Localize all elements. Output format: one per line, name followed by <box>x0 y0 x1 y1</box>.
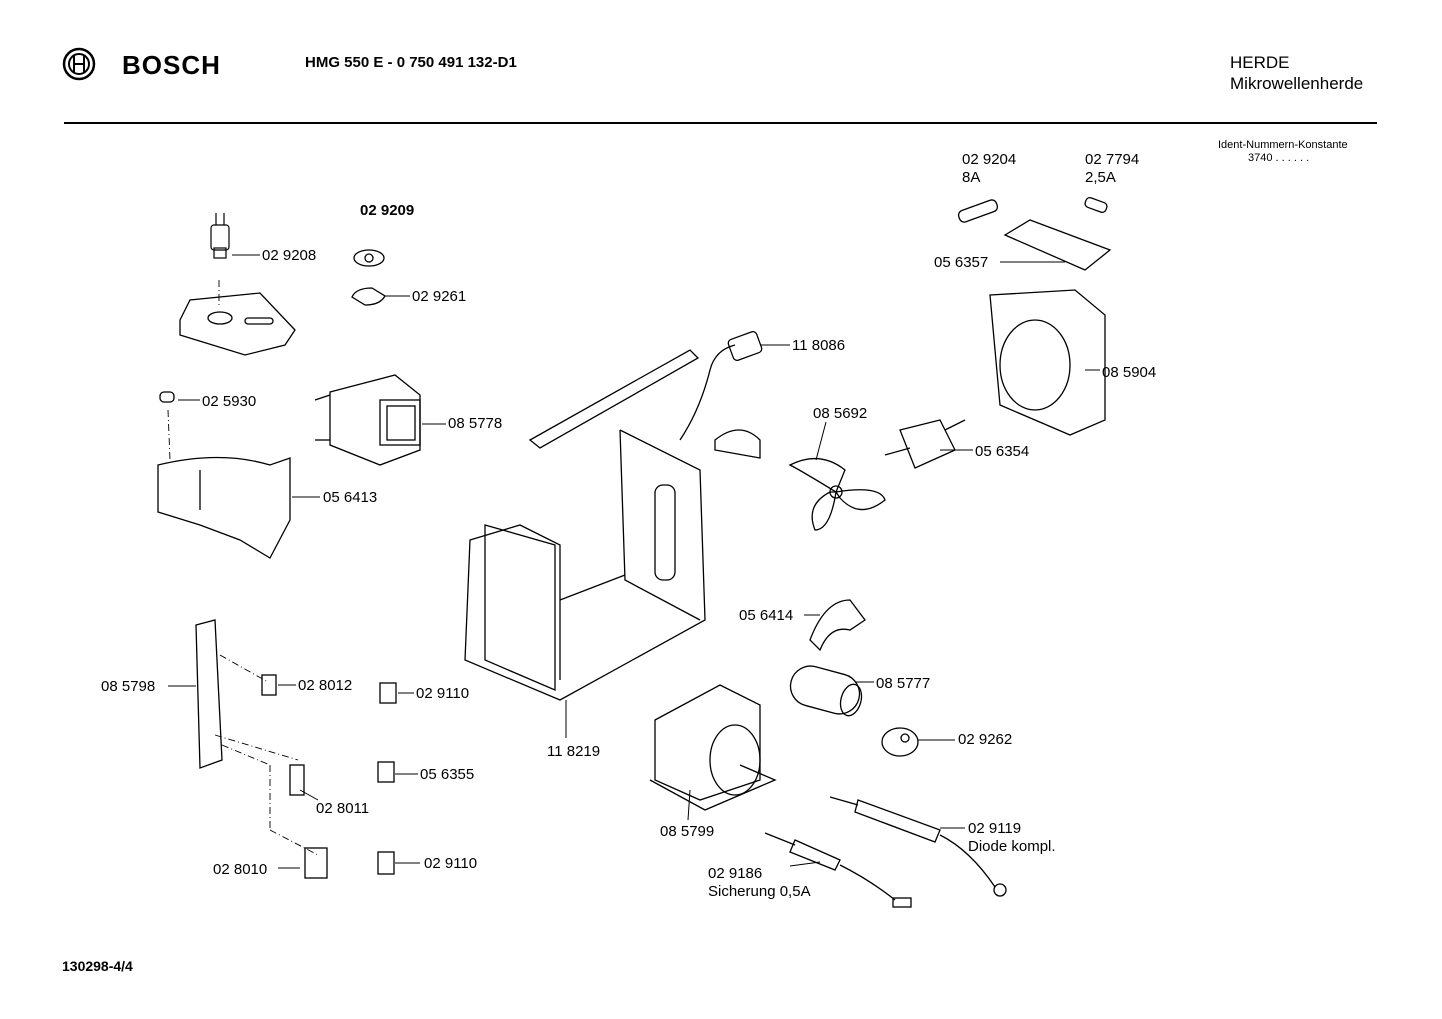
part-label-056413: 05 6413 <box>323 489 378 506</box>
thermostat-part <box>353 249 385 267</box>
part-label-085692: 08 5692 <box>813 405 868 422</box>
switch-029110a-part <box>379 682 397 704</box>
fan-blade-part <box>788 458 886 531</box>
part-label-029119: 02 9119 <box>968 820 1022 837</box>
part-label-056414: 05 6414 <box>739 607 794 624</box>
part-label-056354: 05 6354 <box>975 443 1030 460</box>
pad-part <box>351 287 386 306</box>
part-label-029208: 02 9208 <box>262 247 317 264</box>
part-label-029204-rating: 8A <box>962 169 981 186</box>
switch-028012-part <box>261 674 277 696</box>
ident-label: Ident-Nummern-Konstante <box>1218 139 1348 151</box>
fuse-8a-part <box>957 199 999 223</box>
part-label-029261: 02 9261 <box>412 288 467 305</box>
cover-part <box>157 456 291 559</box>
part-label-027794-rating: 2,5A <box>1085 169 1116 186</box>
capacitor-part <box>789 665 863 717</box>
header-divider <box>64 122 1377 124</box>
category: HERDE <box>1230 53 1290 72</box>
main-frame-part <box>464 429 706 701</box>
part-label-029110a: 02 9110 <box>416 685 470 702</box>
switch-056355-part <box>377 761 395 783</box>
category-block: HERDE Mikrowellenherde <box>1230 52 1363 94</box>
part-label-028011: 02 8011 <box>316 800 370 817</box>
fan-housing-part <box>989 289 1106 436</box>
ident-value: 3740 . . . . . . <box>1248 152 1310 164</box>
pcb-part <box>1003 219 1112 271</box>
hv-fuse-part <box>764 832 912 908</box>
dash-dot-lines <box>167 280 319 856</box>
bracket-part <box>809 599 866 652</box>
part-label-118219: 11 8219 <box>547 743 601 760</box>
part-label-085777: 08 5777 <box>876 675 931 692</box>
part-label-085904: 08 5904 <box>1102 364 1157 381</box>
power-cable-part <box>679 344 736 441</box>
page-code: 130298-4/4 <box>62 958 133 974</box>
transformer-part <box>314 374 421 466</box>
diode-part <box>829 796 1007 897</box>
switch-029110b-part <box>377 851 395 875</box>
model-number: HMG 550 E - 0 750 491 132-D1 <box>305 54 517 71</box>
lamp-holder-part <box>210 213 230 259</box>
part-label-025930: 02 5930 <box>202 393 257 410</box>
switch-028011-part <box>289 764 305 796</box>
leader-lines <box>168 254 1100 869</box>
part-label-118086: 11 8086 <box>792 337 846 354</box>
part-label-029186: 02 9186 <box>708 865 763 882</box>
part-label-029209: 02 9209 <box>360 202 415 219</box>
brand-name: BOSCH <box>122 50 221 80</box>
part-label-085798: 08 5798 <box>101 678 156 695</box>
capacitor-holder-part <box>881 727 919 757</box>
part-label-029186-desc: Sicherung 0,5A <box>708 883 811 900</box>
rail-part <box>528 349 700 449</box>
cable-clamp-part <box>714 429 761 459</box>
part-label-085778: 08 5778 <box>448 415 503 432</box>
part-label-056357: 05 6357 <box>934 254 989 271</box>
switch-028010-part <box>304 847 328 879</box>
subcategory: Mikrowellenherde <box>1230 74 1364 93</box>
part-label-056355: 05 6355 <box>420 766 475 783</box>
fan-motor-part <box>884 419 966 469</box>
part-label-027794: 02 7794 <box>1085 151 1140 168</box>
bosch-logo-icon <box>62 47 96 81</box>
part-label-029119-desc: Diode kompl. <box>968 838 1056 855</box>
knob-part <box>159 391 175 403</box>
part-label-029262: 02 9262 <box>958 731 1013 748</box>
hv-transformer-part <box>649 684 777 811</box>
fuse-2-5a-part <box>1084 197 1108 213</box>
part-label-028012: 02 8012 <box>298 677 353 694</box>
switch-mount-part <box>195 619 223 769</box>
lamp-plate-part <box>179 292 296 356</box>
part-label-029204: 02 9204 <box>962 151 1017 168</box>
part-label-029110b: 02 9110 <box>424 855 478 872</box>
part-label-085799: 08 5799 <box>660 823 715 840</box>
part-label-028010: 02 8010 <box>213 861 268 878</box>
